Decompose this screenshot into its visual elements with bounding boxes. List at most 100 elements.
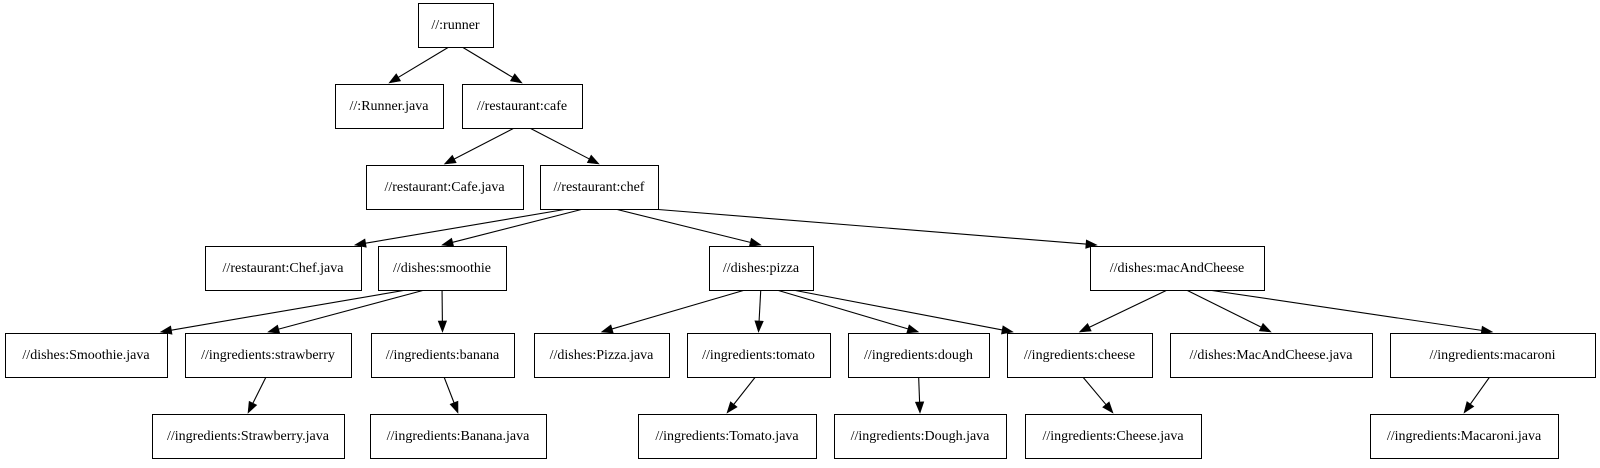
graph-node-label: //dishes:Pizza.java — [550, 348, 655, 363]
graph-node-box — [152, 414, 345, 459]
graph-edge — [171, 289, 407, 331]
graph-edge — [611, 289, 746, 330]
graph-node-dishes_smoothie[interactable]: //dishes:smoothie — [378, 246, 507, 291]
graph-node-ing_tomato[interactable]: //ingredients:tomato — [687, 333, 831, 378]
graph-edge-arrowhead — [267, 324, 281, 334]
graph-node-runner[interactable]: //:runner — [418, 3, 494, 48]
graph-edge-arrowhead — [726, 401, 738, 414]
graph-node-box — [366, 165, 524, 210]
graph-edge — [252, 376, 267, 404]
graph-edge-arrowhead — [247, 400, 258, 414]
graph-edge — [733, 376, 756, 405]
graph-edge-arrowhead — [1258, 322, 1272, 333]
graph-node-ing_macaroni[interactable]: //ingredients:macaroni — [1390, 333, 1596, 378]
graph-edge — [365, 208, 568, 244]
graph-edge-arrowhead — [443, 154, 457, 165]
graph-node-label: //restaurant:Cafe.java — [384, 180, 505, 195]
edge-layer — [159, 46, 1494, 414]
graph-edge-arrowhead — [437, 320, 448, 333]
graph-node-ing_banana[interactable]: //ingredients:banana — [371, 333, 515, 378]
graph-node-runner_java[interactable]: //:Runner.java — [335, 84, 444, 129]
graph-edge — [398, 46, 450, 78]
graph-node-box — [534, 333, 670, 378]
graph-edge-arrowhead — [1102, 401, 1114, 414]
graph-node-label: //ingredients:macaroni — [1430, 348, 1556, 363]
graph-node-label: //restaurant:cafe — [477, 99, 567, 114]
graph-node-label: //dishes:pizza — [723, 261, 800, 276]
graph-node-tomato_java[interactable]: //ingredients:Tomato.java — [638, 414, 817, 459]
graph-node-cheese_java[interactable]: //ingredients:Cheese.java — [1025, 414, 1202, 459]
graph-node-box — [370, 414, 547, 459]
graph-edge-arrowhead — [388, 73, 402, 84]
graph-edge-arrowhead — [1078, 322, 1092, 333]
graph-node-label: //dishes:MacAndCheese.java — [1190, 348, 1354, 363]
graph-node-label: //ingredients:strawberry — [201, 348, 335, 363]
graph-node-label: //ingredients:tomato — [702, 348, 815, 363]
graph-node-box — [1090, 246, 1265, 291]
graph-node-label: //ingredients:Macaroni.java — [1387, 429, 1542, 444]
graph-node-box — [1390, 333, 1596, 378]
graph-node-mac_java[interactable]: //dishes:MacAndCheese.java — [1170, 333, 1373, 378]
graph-node-macaroni_java[interactable]: //ingredients:Macaroni.java — [1370, 414, 1559, 459]
graph-edge — [918, 376, 921, 403]
graph-edge — [792, 289, 1003, 331]
graph-node-restaurant_chef[interactable]: //restaurant:chef — [540, 165, 659, 210]
graph-edge-arrowhead — [600, 324, 614, 334]
graph-edge — [461, 46, 513, 78]
graph-node-label: //ingredients:Tomato.java — [655, 429, 799, 444]
graph-edge-arrowhead — [1001, 325, 1014, 335]
graph-node-ing_cheese[interactable]: //ingredients:cheese — [1007, 333, 1153, 378]
graph-node-ing_strawberry[interactable]: //ingredients:strawberry — [185, 333, 352, 378]
graph-node-ing_dough[interactable]: //ingredients:dough — [848, 333, 990, 378]
graph-edge-arrowhead — [449, 400, 459, 414]
graph-node-box — [834, 414, 1007, 459]
graph-edge-arrowhead — [509, 73, 523, 84]
graph-edge — [529, 127, 590, 160]
graph-edge — [615, 208, 751, 243]
graph-node-label: //dishes:Smoothie.java — [22, 348, 150, 363]
graph-node-label: //restaurant:chef — [554, 180, 645, 195]
graph-node-banana_java[interactable]: //ingredients:Banana.java — [370, 414, 547, 459]
graph-node-label: //ingredients:Banana.java — [387, 429, 530, 444]
graph-node-box — [418, 3, 494, 48]
graph-edge — [278, 289, 425, 330]
graph-node-box — [709, 246, 814, 291]
graph-node-label: //ingredients:dough — [864, 348, 973, 363]
graph-node-box — [1007, 333, 1153, 378]
graph-edge — [1208, 289, 1482, 331]
graph-node-box — [687, 333, 831, 378]
graph-node-dough_java[interactable]: //ingredients:Dough.java — [834, 414, 1007, 459]
node-layer: //:runner //:Runner.java //restaurant:cafe… — [5, 3, 1596, 459]
graph-node-label: //ingredients:Dough.java — [851, 429, 991, 444]
graph-node-pizza_java[interactable]: //dishes:Pizza.java — [534, 333, 670, 378]
graph-edge — [1469, 376, 1491, 405]
graph-node-box — [335, 84, 444, 129]
graph-edge-arrowhead — [914, 401, 925, 414]
graph-node-label: //ingredients:banana — [386, 348, 500, 363]
graph-node-dishes_mac[interactable]: //dishes:macAndCheese — [1090, 246, 1265, 291]
graph-node-cafe_java[interactable]: //restaurant:Cafe.java — [366, 165, 524, 210]
graph-node-box — [638, 414, 817, 459]
graph-node-label: //ingredients:Strawberry.java — [167, 429, 330, 444]
graph-edge-arrowhead — [586, 154, 600, 165]
graph-edge — [776, 289, 909, 330]
graph-node-label: //ingredients:Cheese.java — [1042, 429, 1184, 444]
graph-edge — [1089, 289, 1168, 328]
graph-node-chef_java[interactable]: //restaurant:Chef.java — [205, 246, 362, 291]
graph-node-strawberry_java[interactable]: //ingredients:Strawberry.java — [152, 414, 345, 459]
graph-node-label: //dishes:smoothie — [393, 261, 491, 276]
graph-node-box — [1025, 414, 1202, 459]
graph-node-box — [848, 333, 990, 378]
graph-edge-arrowhead — [748, 237, 762, 247]
graph-edge — [651, 208, 1087, 245]
graph-edge — [443, 376, 455, 403]
graph-node-label: //:Runner.java — [350, 99, 430, 114]
graph-node-restaurant_cafe[interactable]: //restaurant:cafe — [462, 84, 583, 129]
graph-node-box — [1370, 414, 1559, 459]
graph-node-dishes_pizza[interactable]: //dishes:pizza — [709, 246, 814, 291]
graph-node-smoothie_java[interactable]: //dishes:Smoothie.java — [5, 333, 168, 378]
graph-edge — [1082, 376, 1107, 405]
graph-node-label: //ingredients:cheese — [1024, 348, 1135, 363]
